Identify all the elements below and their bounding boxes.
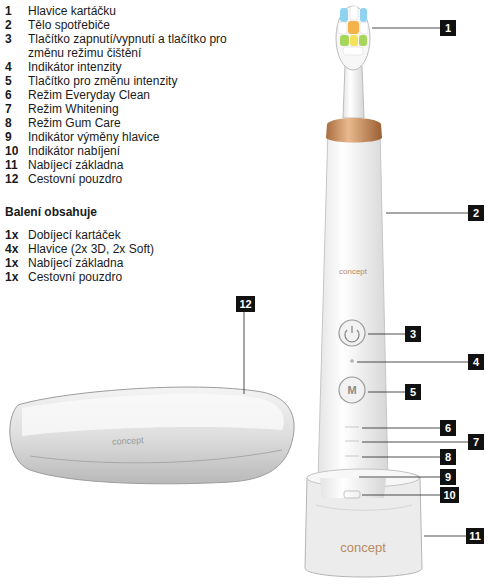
callout-box: 8	[440, 449, 456, 465]
package-item: Nabíjecí základna	[28, 256, 123, 270]
part-name: Hlavice kartáčku	[28, 4, 116, 18]
charging-base	[305, 469, 422, 577]
callout-number: 12	[239, 298, 251, 310]
callout-number: 3	[410, 328, 416, 340]
callout-box: 9	[440, 469, 456, 485]
quantity: 1x	[5, 256, 18, 270]
package-item: Dobíjecí kartáček	[28, 228, 121, 242]
callout-number: 8	[5, 116, 12, 130]
handle-body	[318, 118, 388, 480]
callout-box: 2	[468, 205, 484, 221]
callout-box: 5	[405, 384, 421, 400]
callout-number: 11	[469, 530, 481, 542]
callout-number: 3	[5, 32, 12, 46]
part-name: Režim Gum Care	[28, 116, 121, 130]
part-name: Tlačítko pro změnu intenzity	[28, 74, 177, 88]
callout-number: 8	[445, 451, 451, 463]
package-item: Cestovní pouzdro	[28, 270, 122, 284]
callout-number: 12	[5, 172, 18, 186]
callout-box: 1	[440, 20, 456, 36]
brand-mark: concept	[339, 265, 367, 279]
button-mark: M	[347, 383, 356, 397]
callout-box: 7	[468, 434, 484, 450]
callout-number: 5	[410, 386, 416, 398]
travel-case	[10, 387, 294, 484]
part-name: Cestovní pouzdro	[28, 172, 122, 186]
callout-number: 9	[5, 130, 12, 144]
part-name: Indikátor nabíjení	[28, 144, 120, 158]
brush-head	[336, 6, 370, 118]
quantity: 1x	[5, 270, 18, 284]
part-name: Indikátor intenzity	[28, 60, 121, 74]
callout-number: 4	[473, 356, 479, 368]
callout-number: 7	[473, 436, 479, 448]
package-item: Hlavice (2x 3D, 2x Soft)	[28, 242, 154, 256]
part-name: Nabíjecí základna	[28, 158, 123, 172]
callout-box: 11	[466, 528, 484, 544]
callout-number: 1	[445, 22, 451, 34]
callout-number: 6	[445, 422, 451, 434]
callout-number: 10	[5, 144, 18, 158]
brand-mark: concept	[340, 541, 386, 555]
callout-number: 6	[5, 88, 12, 102]
quantity: 1x	[5, 228, 18, 242]
section-heading: Balení obsahuje	[5, 205, 97, 219]
callout-number: 4	[5, 60, 12, 74]
callout-number: 11	[5, 158, 18, 172]
callout-box: 10	[440, 487, 459, 503]
part-name: Režim Whitening	[28, 102, 119, 116]
callout-number: 2	[5, 18, 12, 32]
callout-number: 9	[445, 471, 451, 483]
callout-number: 7	[5, 102, 12, 116]
callout-box: 6	[440, 420, 456, 436]
callout-number: 2	[473, 207, 479, 219]
callout-number: 10	[443, 489, 455, 501]
quantity: 4x	[5, 242, 18, 256]
callout-box: 12	[236, 296, 255, 312]
brand-mark: concept	[112, 433, 144, 449]
part-name: Režim Everyday Clean	[28, 88, 150, 102]
callout-number: 5	[5, 74, 12, 88]
callout-number: 1	[5, 4, 12, 18]
leader-lines	[244, 28, 468, 536]
part-name: Tlačítko zapnutí/vypnutí a tlačítko pro …	[28, 32, 228, 60]
callout-box: 3	[405, 326, 421, 342]
part-name: Tělo spotřebiče	[28, 18, 110, 32]
callout-box: 4	[468, 354, 484, 370]
part-name: Indikátor výměny hlavice	[28, 130, 159, 144]
